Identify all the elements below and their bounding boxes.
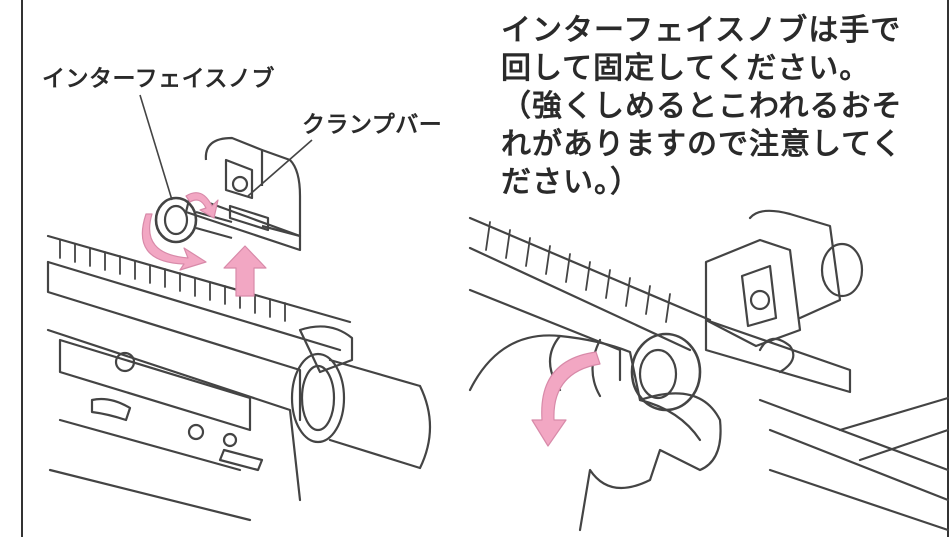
left-barrel-nut-inner [300,364,336,432]
hand-thumb [638,398,702,442]
right-rifle-drawing [468,209,950,532]
left-barrel [328,358,432,470]
left-ejection-port [58,338,252,432]
right-receiver-lower [758,398,950,472]
right-sight-drum [820,242,864,298]
left-takedown [218,448,264,472]
left-receiver-outline [46,260,302,422]
left-rifle-drawing [46,234,432,522]
instruction-line-1: インターフェイスノブは手で [501,13,902,48]
up-arrow [223,245,267,297]
right-sight-window [740,264,778,328]
instruction-line-4: れがありますので注意してく [501,127,903,162]
sight-aperture [231,175,249,193]
instruction-line-3: （強くしめるとこわれるおそ [501,89,903,124]
left-rail-side [46,260,342,352]
leader-clamp [247,139,313,197]
left-arrows [141,192,267,297]
right-sight-ear [748,209,842,320]
right-rail-teeth [485,221,671,323]
left-pin-2 [187,423,205,441]
rotation-arrow-knob [185,192,219,219]
instruction-text: インターフェイスノブは手で 回して固定してください。 （強くしめるとこわれるおそ… [501,12,941,202]
right-sight-base [704,318,852,394]
hand-outline [468,334,722,532]
right-receiver-step [838,396,950,462]
sight-clamp [228,204,270,232]
instruction-line-2: 回して固定してください。 [501,51,871,86]
left-pin-3 [222,432,238,448]
label-interface-knob: インターフェイスノブ [42,66,275,92]
right-knob-inner [638,348,678,400]
left-magwell [48,418,252,522]
instruction-line-5: ださい。） [501,165,641,200]
sight-window [224,158,254,200]
sight-ear-left [204,136,264,186]
left-bolt-release [90,397,132,422]
left-receiver-lower [46,328,302,502]
left-rail-teeth [59,239,286,322]
right-rail-bottom [468,246,692,352]
rotation-arrow-right [531,351,601,447]
right-arrows [531,351,601,447]
sight-base [184,194,302,252]
sight-ear-right [261,148,302,238]
right-receiver [468,288,622,382]
left-rail-top [46,234,352,324]
sight-knob-inner [163,204,189,236]
left-pin-1 [114,351,136,373]
left-barrel-nut [290,352,346,444]
rotation-arrow-left [141,213,207,271]
left-receiver-front [298,325,354,374]
leader-knob [139,94,173,201]
right-sight-aperture [749,289,771,311]
label-clamp-bar: クランプバー [302,112,443,138]
left-rear-sight [154,136,302,252]
right-receiver-edge [768,428,950,532]
right-sight-coil [758,337,795,374]
sight-knob [154,196,198,244]
